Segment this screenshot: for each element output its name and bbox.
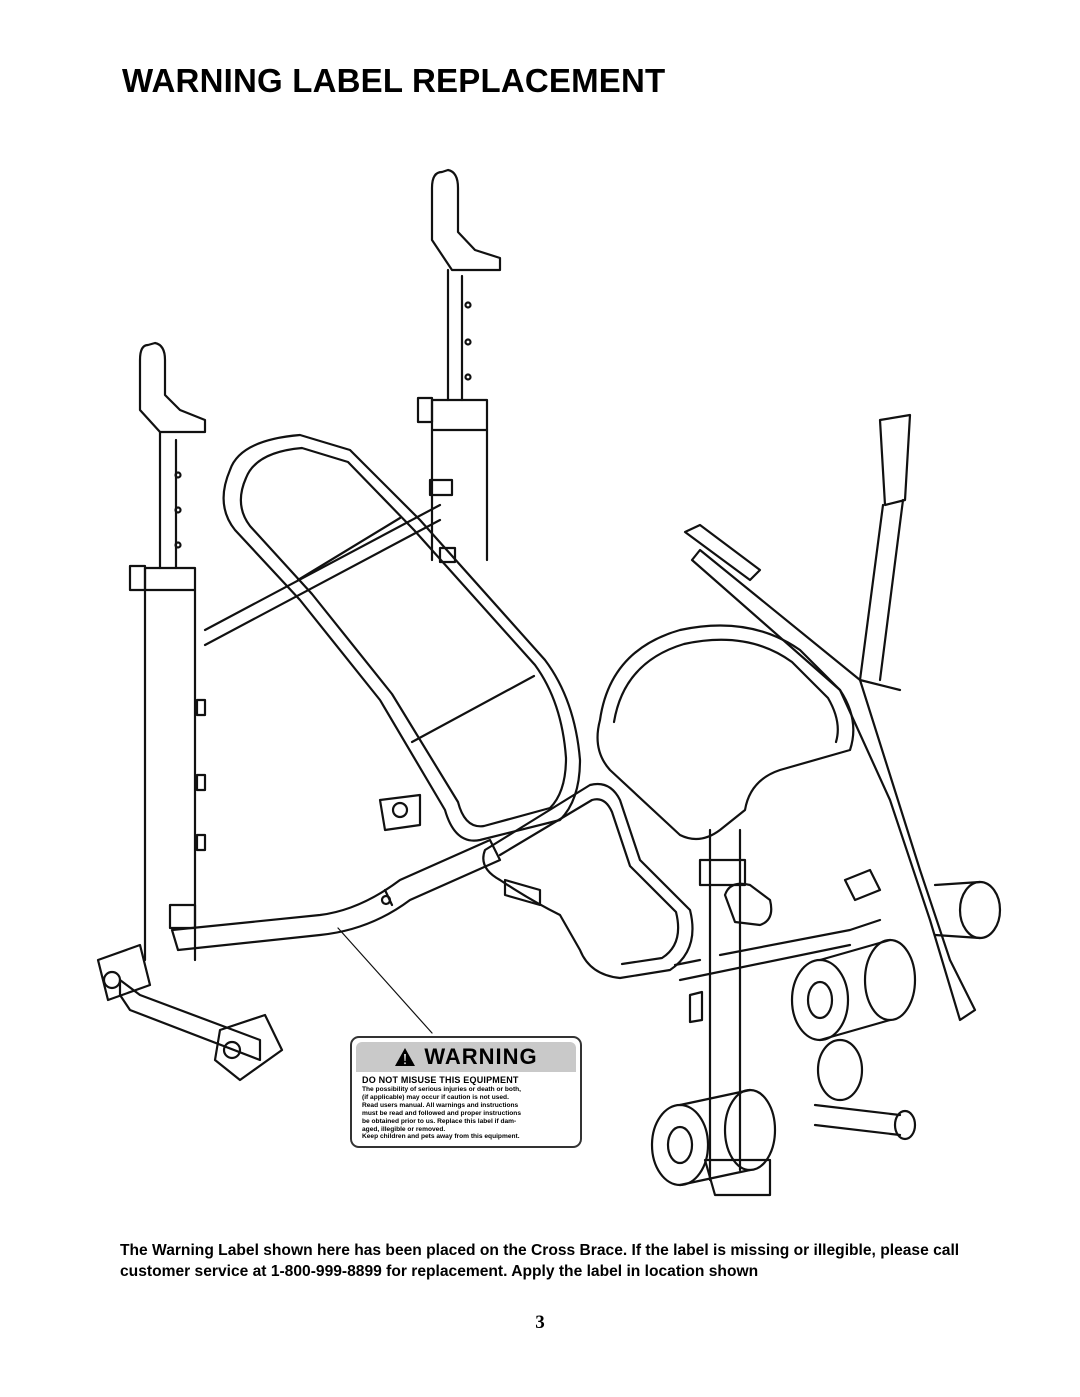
preacher-curl-pad	[596, 624, 855, 841]
warning-label: WARNING DO NOT MISUSE THIS EQUIPMENT The…	[350, 1036, 582, 1148]
upper-crossbar	[203, 503, 442, 647]
seat-pad	[482, 782, 694, 980]
warning-subheading: DO NOT MISUSE THIS EQUIPMENT	[362, 1075, 519, 1085]
front-post	[708, 828, 742, 1182]
leg-rollers	[650, 868, 1002, 1187]
warning-label-header: WARNING	[356, 1042, 576, 1072]
warning-heading: WARNING	[424, 1044, 538, 1069]
warning-line: Keep children and pets away from this eq…	[362, 1133, 520, 1141]
cross-brace	[170, 793, 542, 952]
right-upright	[416, 168, 502, 562]
warning-line: Read users manual. All warnings and inst…	[362, 1101, 519, 1109]
warning-line: must be read and followed and proper ins…	[362, 1109, 522, 1117]
page-title: WARNING LABEL REPLACEMENT	[122, 62, 666, 99]
warning-line: (if applicable) may occur if caution is …	[362, 1093, 509, 1101]
label-instructions-caption: The Warning Label shown here has been pl…	[120, 1242, 960, 1280]
warning-line: The possibility of serious injuries or d…	[362, 1086, 522, 1093]
warning-line: be obtained prior to us. Replace this la…	[362, 1117, 517, 1125]
warning-triangle-icon	[395, 1048, 416, 1066]
left-upright	[128, 341, 207, 962]
left-base	[96, 943, 284, 1082]
leg-developer-arm	[683, 413, 977, 1022]
warning-line: aged, illegible or removed.	[362, 1125, 446, 1133]
leader-line	[337, 927, 433, 1034]
warning-body: The possibility of serious injuries or d…	[362, 1086, 570, 1141]
page-number: 3	[535, 1312, 545, 1333]
backrest-pad	[222, 433, 582, 842]
